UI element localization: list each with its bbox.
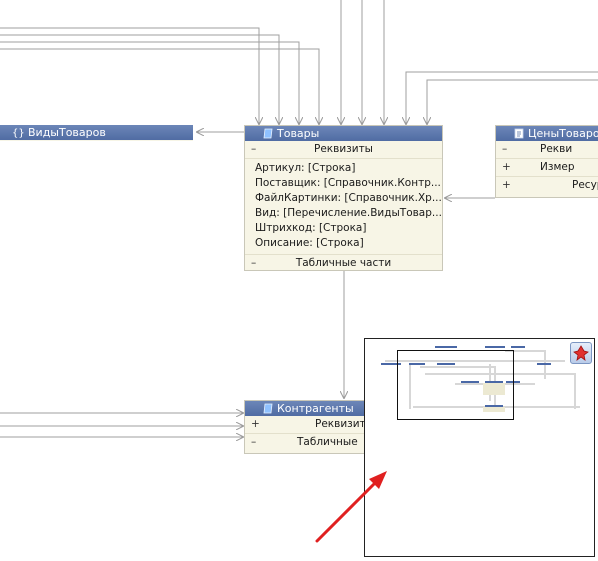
pin-icon xyxy=(573,345,589,361)
enum-icon: {} xyxy=(12,127,25,140)
overview-viewport-frame[interactable] xyxy=(397,350,514,420)
connector-left-4 xyxy=(0,48,319,124)
entity-title: Контрагенты xyxy=(277,402,354,415)
entity-title: ЦеныТоваров xyxy=(528,127,598,140)
register-icon xyxy=(514,128,524,141)
attribute-row[interactable]: ФайлКартинки: [Справочник.Хр... xyxy=(255,192,442,204)
connector-right-2 xyxy=(427,79,598,124)
collapse-toggle[interactable]: – xyxy=(251,143,257,155)
entity-kontragenty[interactable]: Контрагенты + Реквизиты – Табличные xyxy=(244,400,364,454)
entity-vidy-tovarov[interactable]: {} ВидыТоваров xyxy=(0,125,193,141)
attribute-row[interactable]: Поставщик: [Справочник.Контр... xyxy=(255,177,441,189)
section-label: Табличные части xyxy=(295,257,392,269)
section-row[interactable]: + Измер xyxy=(496,159,598,177)
connector-left-3 xyxy=(0,41,299,124)
section-label: Ресур xyxy=(572,179,598,191)
section-rekvizity[interactable]: – Реквизиты xyxy=(245,141,442,159)
section-tabular-parts[interactable]: – Табличные части xyxy=(245,255,442,270)
section-tabular-parts[interactable]: – Табличные xyxy=(245,434,364,451)
section-label: Измер xyxy=(540,161,575,173)
catalog-icon xyxy=(263,403,273,416)
entity-header: {} ВидыТоваров xyxy=(0,125,193,140)
attribute-list: Артикул: [Строка] Поставщик: [Справочник… xyxy=(245,159,442,255)
section-rekvizity[interactable]: + Реквизиты xyxy=(245,416,364,434)
attribute-row[interactable]: Вид: [Перечисление.ВидыТовар... xyxy=(255,207,442,219)
collapse-toggle[interactable]: – xyxy=(251,257,257,269)
entity-tovary[interactable]: Товары – Реквизиты Артикул: [Строка] Пос… xyxy=(244,125,443,271)
connector-left-1 xyxy=(0,27,259,124)
section-row[interactable]: – Рекви xyxy=(496,141,598,159)
expand-toggle[interactable]: + xyxy=(251,418,260,430)
entity-title: ВидыТоваров xyxy=(28,126,106,139)
attribute-row[interactable]: Описание: [Строка] xyxy=(255,237,364,249)
entity-header: Контрагенты xyxy=(245,401,364,416)
diagram-overview-panel[interactable] xyxy=(364,338,595,557)
section-label: Реквизиты xyxy=(315,418,364,430)
attribute-row[interactable]: Артикул: [Строка] xyxy=(255,162,356,174)
overview-pin-button[interactable] xyxy=(570,342,592,364)
section-label: Табличные xyxy=(297,436,358,448)
expand-toggle[interactable]: + xyxy=(502,161,511,173)
section-label: Реквизиты xyxy=(314,143,373,155)
connector-left-2 xyxy=(0,34,279,124)
svg-text:{}: {} xyxy=(12,128,24,138)
catalog-icon xyxy=(263,128,273,141)
expand-toggle[interactable]: + xyxy=(502,179,511,191)
entity-title: Товары xyxy=(277,127,320,140)
connector-right-1 xyxy=(406,71,598,124)
entity-header: Товары xyxy=(245,126,442,141)
entity-header: ЦеныТоваров xyxy=(496,126,598,141)
collapse-toggle[interactable]: – xyxy=(251,436,257,448)
collapse-toggle[interactable]: – xyxy=(502,143,508,155)
entity-tseny-tovarov[interactable]: ЦеныТоваров – Рекви + Измер + Ресур xyxy=(495,125,598,198)
section-row[interactable]: + Ресур xyxy=(496,177,598,194)
attribute-row[interactable]: Штрихкод: [Строка] xyxy=(255,222,367,234)
section-label: Рекви xyxy=(540,143,573,155)
